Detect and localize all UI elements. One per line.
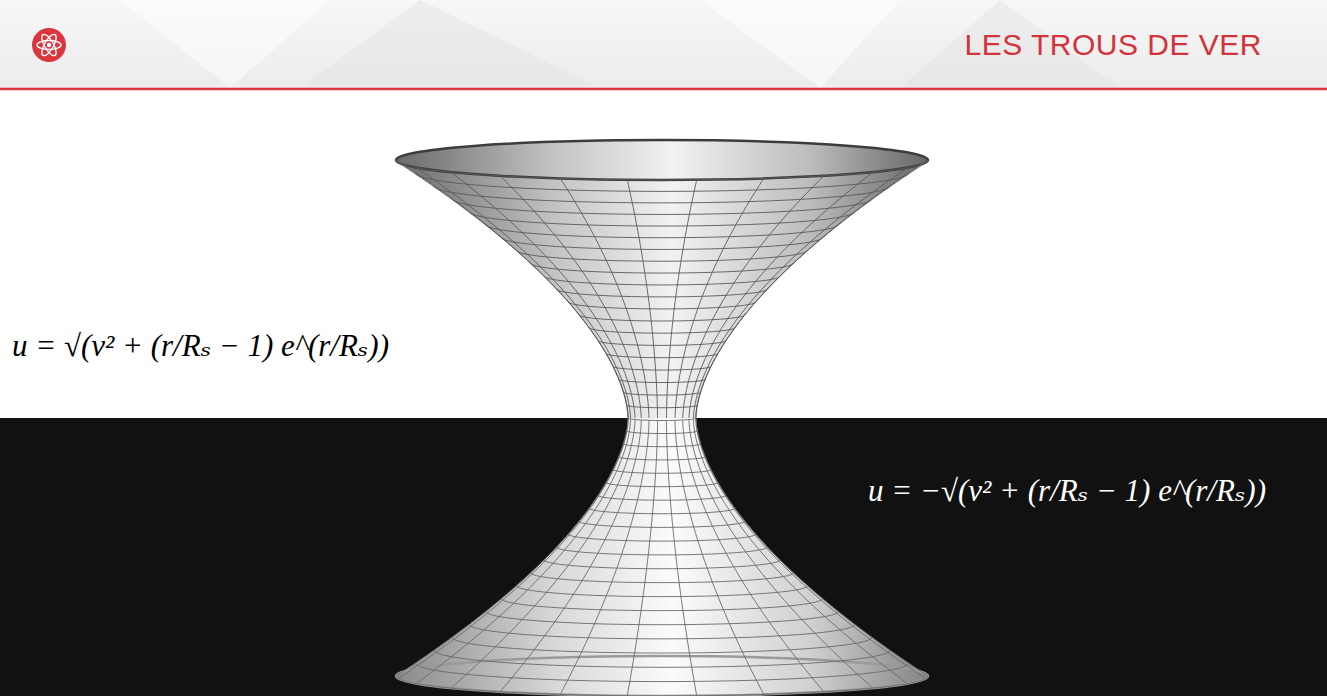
grid-ring [452,637,872,653]
grid-meridian [666,421,696,696]
grid-ring [469,212,855,226]
logo-nucleus [47,43,51,47]
grid-ring [469,624,855,638]
grid-meridian [683,420,824,692]
grid-ring [501,237,822,249]
grid-ring [628,418,696,421]
grid-ring [623,392,700,395]
grid-ring [415,663,908,681]
grid-ring [557,289,768,297]
grid-meridian [666,180,696,421]
grid-ring [606,483,718,487]
grid-meridian [675,178,764,420]
grid-ring [557,547,768,555]
logo-orbit [37,41,61,50]
grid-ring [619,457,705,460]
grid-ring [613,470,711,474]
grid-meridian [689,172,873,419]
funnel-edge [696,160,928,418]
grid-meridian [398,163,628,419]
grid-meridian [451,420,635,689]
grid-ring [516,586,807,597]
grid-ring [619,379,705,382]
funnel-edge [696,418,928,676]
slide-title: LES TROUS DE VER [964,28,1262,62]
grid-ring [486,612,839,625]
header-rule [0,88,1327,91]
logo-orbit [39,32,59,57]
logo-disc [32,28,66,62]
funnel-edge [396,160,628,418]
header-bar [0,0,1327,88]
grid-meridian [560,178,649,420]
grid-ring [531,573,794,583]
grid-meridian [696,163,926,419]
grid-meridian [398,418,628,678]
grid-meridian [627,180,657,421]
grid-ring [606,354,718,358]
formula-positive: u = √(v² + (r/Rₛ − 1) e^(r/Rₛ)) [12,327,389,364]
logo-orbit [39,32,59,57]
grid-ring [623,444,700,447]
grid-ring [501,599,822,611]
grid-ring [516,250,807,261]
grid-meridian [693,419,907,684]
grid-ring [568,534,755,541]
grid-ring [589,328,735,333]
funnel-rim [396,656,928,696]
formula-negative: u = −√(v² + (r/Rₛ − 1) e^(r/Rₛ)) [868,472,1266,509]
grid-ring [579,521,745,527]
grid-meridian [451,172,635,419]
grid-ring [598,341,726,346]
grid-ring [568,302,755,309]
grid-ring [544,276,780,285]
grid-ring [613,366,711,370]
header-pattern [700,0,900,88]
funnel-rim [396,140,928,180]
grid-ring [579,315,745,321]
black-ground [0,418,1327,696]
grid-ring [531,263,794,273]
grid-ring [598,495,726,500]
wormhole-surface [396,140,928,696]
header-pattern [120,0,330,88]
grid-meridian [696,418,926,678]
funnel-body [396,160,928,418]
grid-meridian [416,168,630,419]
grid-meridian [693,168,907,419]
grid-ring [544,560,780,569]
grid-meridian [560,420,649,694]
grid-ring [452,199,872,215]
grid-meridian [689,420,873,689]
grid-ring [396,676,928,696]
grid-ring [627,431,698,434]
grid-meridian [500,420,641,692]
header-pattern [300,0,600,88]
grid-ring [434,186,890,203]
grid-meridian [627,421,657,696]
grid-meridian [675,420,764,694]
funnel-edge [396,418,628,676]
grid-ring [396,160,928,180]
grid-ring [434,650,890,667]
grid-ring [627,405,698,408]
grid-ring [415,173,908,191]
logo [32,28,66,62]
grid-ring [589,508,735,513]
